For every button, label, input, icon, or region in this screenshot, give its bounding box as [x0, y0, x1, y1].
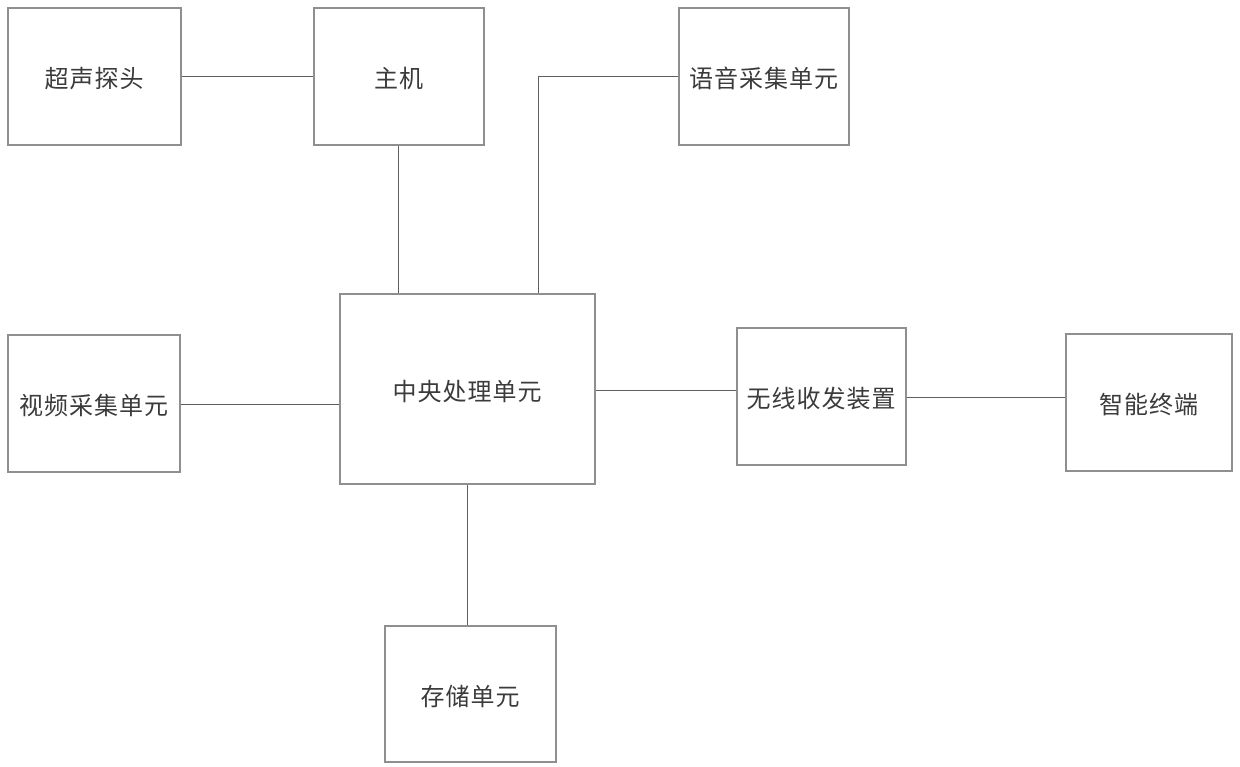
- node-storage-unit: 存储单元: [384, 625, 557, 763]
- node-video-acquisition-unit: 视频采集单元: [7, 334, 181, 473]
- node-smart-terminal-label: 智能终端: [1099, 392, 1199, 419]
- node-voice-acquisition-unit-label: 语音采集单元: [689, 66, 839, 93]
- node-host-label: 主机: [374, 66, 424, 93]
- node-wireless-transceiver-label: 无线收发装置: [746, 386, 897, 413]
- node-host: 主机: [313, 7, 485, 146]
- node-ultrasound-probe: 超声探头: [7, 7, 182, 146]
- node-central-processing-unit: 中央处理单元: [339, 293, 596, 485]
- edge-voice-unit-to-cpu-horizontal: [538, 76, 678, 77]
- edge-ultrasound-probe-to-host: [182, 76, 313, 77]
- node-storage-unit-label: 存储单元: [420, 683, 521, 711]
- edge-wireless-transceiver-to-smart-terminal: [907, 397, 1065, 398]
- node-central-processing-unit-label: 中央处理单元: [392, 378, 543, 406]
- edge-host-to-cpu: [398, 146, 399, 293]
- node-voice-acquisition-unit: 语音采集单元: [678, 7, 850, 146]
- edge-video-unit-to-cpu: [181, 404, 339, 405]
- edge-cpu-to-wireless-transceiver: [596, 390, 736, 391]
- node-ultrasound-probe-label: 超声探头: [44, 66, 145, 93]
- node-wireless-transceiver: 无线收发装置: [736, 327, 907, 466]
- node-smart-terminal: 智能终端: [1065, 333, 1233, 472]
- node-video-acquisition-unit-label: 视频采集单元: [19, 393, 169, 420]
- edge-voice-unit-to-cpu-vertical: [538, 76, 539, 293]
- edge-cpu-to-storage-unit: [467, 485, 468, 625]
